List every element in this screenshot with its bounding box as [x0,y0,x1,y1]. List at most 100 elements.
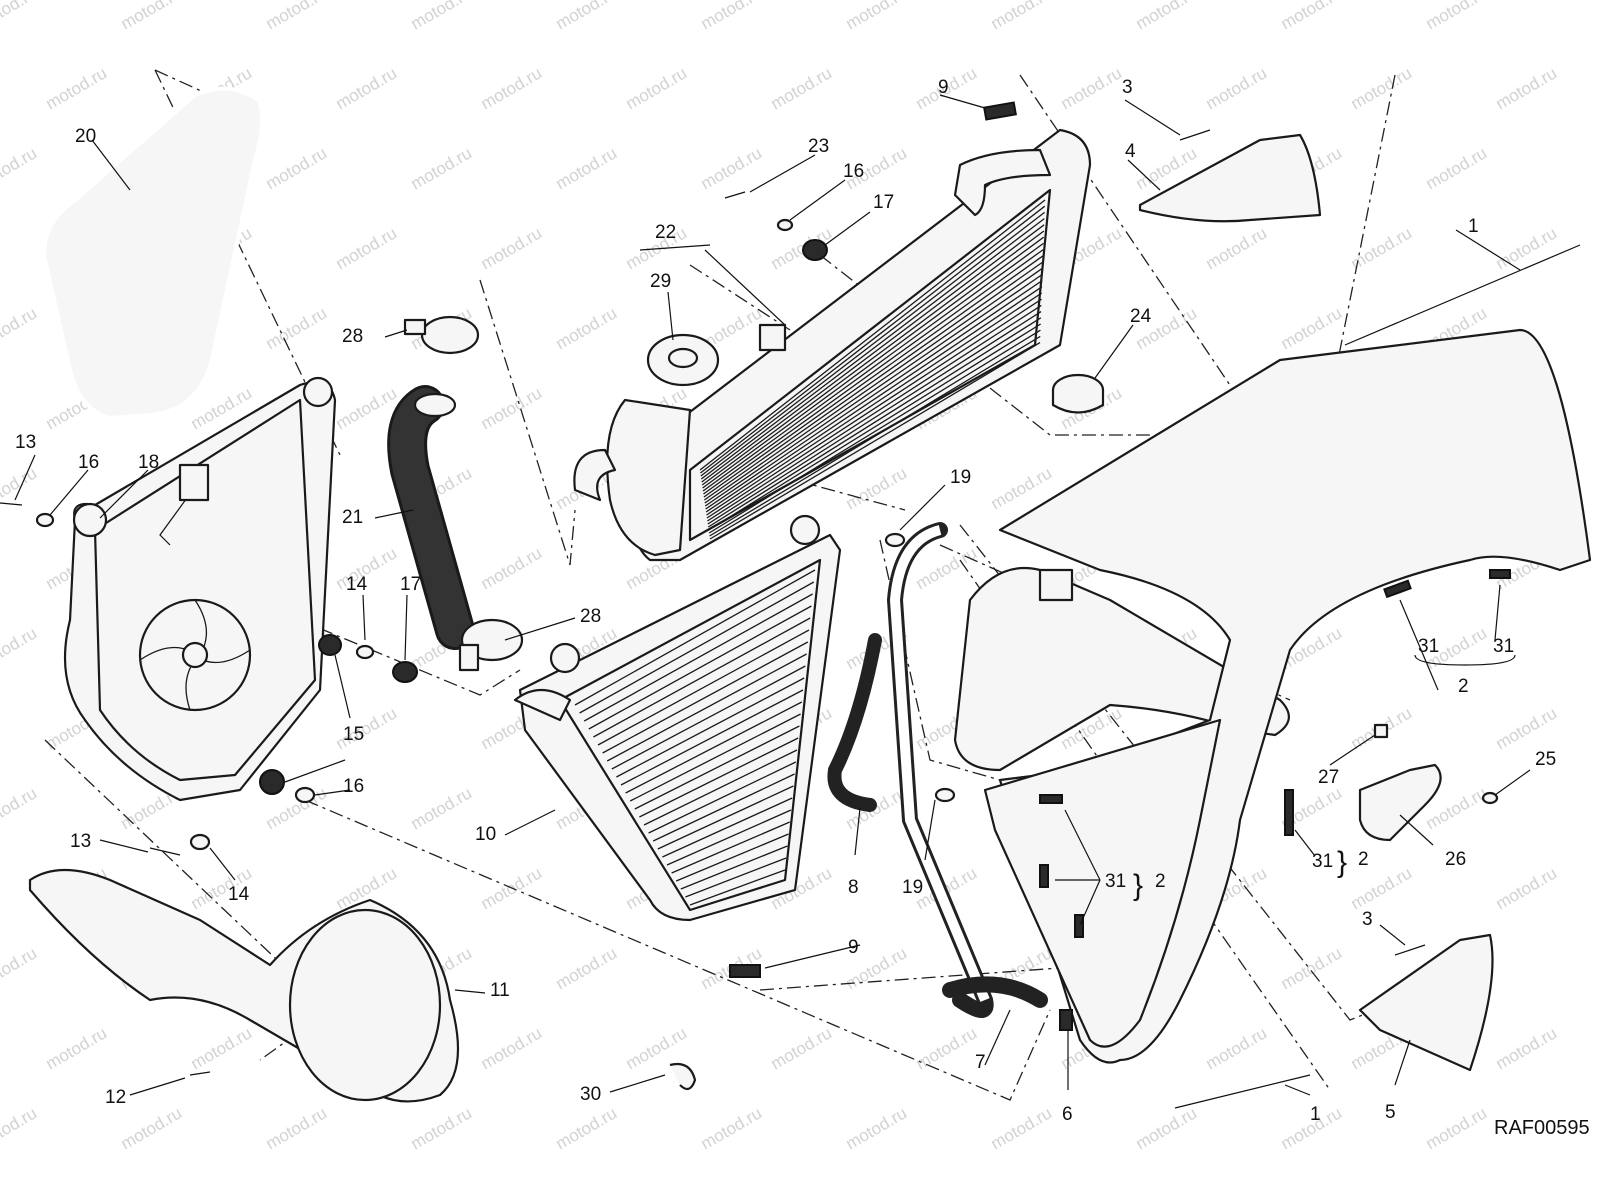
watermark-text: motod.ru [263,1103,331,1153]
callout-3-top: 3 [1122,77,1133,98]
watermark-text: motod.ru [1423,0,1491,33]
callout-4: 4 [1125,141,1136,162]
air-duct-shroud [983,328,1592,1064]
watermark-text: motod.ru [768,63,836,113]
radiator-fin [700,218,1045,480]
watermark-text: motod.ru [1203,223,1271,273]
watermark-text: motod.ru [263,0,331,33]
callout-16-top: 16 [843,161,864,182]
radiator-fin [616,677,805,778]
watermark-text: motod.ru [698,143,766,193]
callout-1-low: 1 [1310,1104,1321,1125]
callout-3-low: 3 [1362,909,1373,930]
watermark-text: motod.ru [1423,143,1491,193]
callout-labels: 20 1 3 4 9 23 16 17 22 29 24 19 28 21 28… [15,77,1556,1125]
watermark-text: motod.ru [1423,1103,1491,1153]
watermark-text: motod.ru [698,1103,766,1153]
watermark-text: motod.ru [768,1023,836,1073]
callout-14-top: 14 [346,574,368,595]
watermark-text: motod.ru [478,383,546,433]
radiator-fin [702,242,1044,492]
radiator-fin [680,845,788,890]
watermark-text: motod.ru [1133,0,1201,33]
watermark-text: motod.ru [43,1023,111,1073]
callout-13-low: 13 [70,831,91,852]
callout-leaders [14,94,1531,1096]
watermark-text: motod.ru [913,1023,981,1073]
radiator-fin [708,329,1041,534]
watermark-text: motod.ru [843,463,911,513]
radiator-fin [583,593,813,722]
callout-25: 25 [1535,749,1556,770]
watermark-text: motod.ru [118,1103,186,1153]
callout-28-mid: 28 [580,606,601,627]
coolant-hose [387,385,475,650]
radiator-fin [704,273,1043,507]
brace-center: } [1133,869,1143,902]
radiator-fin [703,249,1044,495]
reference-code: RAF00595 [1494,1117,1590,1139]
watermark-text: motod.ru [333,223,401,273]
radiator-fin [689,869,786,906]
radiator-fin [675,833,789,882]
callout-31-d: 31 [1105,871,1126,892]
callout-5: 5 [1385,1102,1396,1123]
watermark-text: motod.ru [1203,1023,1271,1073]
watermark-text: motod.ru [1348,63,1416,113]
upper-radiator [573,128,1092,562]
watermark-text: motod.ru [553,303,621,353]
radiator-fin [685,857,787,898]
radiator-fin [703,261,1044,501]
brace-right: } [1337,846,1347,879]
callout-30: 30 [580,1084,601,1105]
watermark-text: motod.ru [843,1103,911,1153]
radiator-fin [666,809,792,866]
radiator-fin [708,323,1041,531]
radiator-fin [597,629,810,746]
callout-18: 18 [138,452,159,473]
watermark-text: motod.ru [0,623,40,673]
radiator-fin [709,342,1041,540]
hose-clamps [403,315,524,672]
lower-radiator-fins [574,569,816,906]
watermark-text: motod.ru [988,0,1056,33]
watermark-text: motod.ru [43,63,111,113]
watermark-text: motod.ru [188,1023,256,1073]
watermark-text: motod.ru [0,783,40,833]
callout-9-low: 9 [848,937,859,958]
expansion-tank [953,373,1290,772]
callout-19-top: 19 [950,467,971,488]
callout-10: 10 [475,824,496,845]
radiator-fin [701,230,1045,486]
callout-16-mid: 16 [343,776,364,797]
fasteners [0,101,1499,1091]
radiator-fin [701,224,1045,483]
radiator-fin [602,641,809,754]
radiator-fin [662,797,793,858]
watermark-text: motod.ru [1493,863,1561,913]
callout-12: 12 [105,1087,126,1108]
callout-9-top: 9 [938,77,949,98]
radiator-fin [704,267,1043,504]
radiator-fin [588,605,812,730]
deflector-plates [1138,133,1494,1072]
watermark-text: motod.ru [1348,223,1416,273]
radiator-fin [657,785,794,850]
radiator-fin [648,761,797,834]
watermark-text: motod.ru [913,543,981,593]
watermark-text: motod.ru [553,1103,621,1153]
watermark-text: motod.ru [478,1023,546,1073]
radiator-fin [629,713,801,802]
callout-11: 11 [490,980,510,1001]
callout-15: 15 [343,724,364,745]
watermark-text: motod.ru [1058,63,1126,113]
watermark-text: motod.ru [1133,1103,1201,1153]
callout-2-center: 2 [1155,871,1166,892]
callout-31-c: 31 [1312,851,1333,872]
callout-17-mid: 17 [400,574,421,595]
callout-26: 26 [1445,849,1466,870]
callout-8: 8 [848,877,859,898]
watermark-text: motod.ru [1203,63,1271,113]
radiator-fin [652,773,795,842]
